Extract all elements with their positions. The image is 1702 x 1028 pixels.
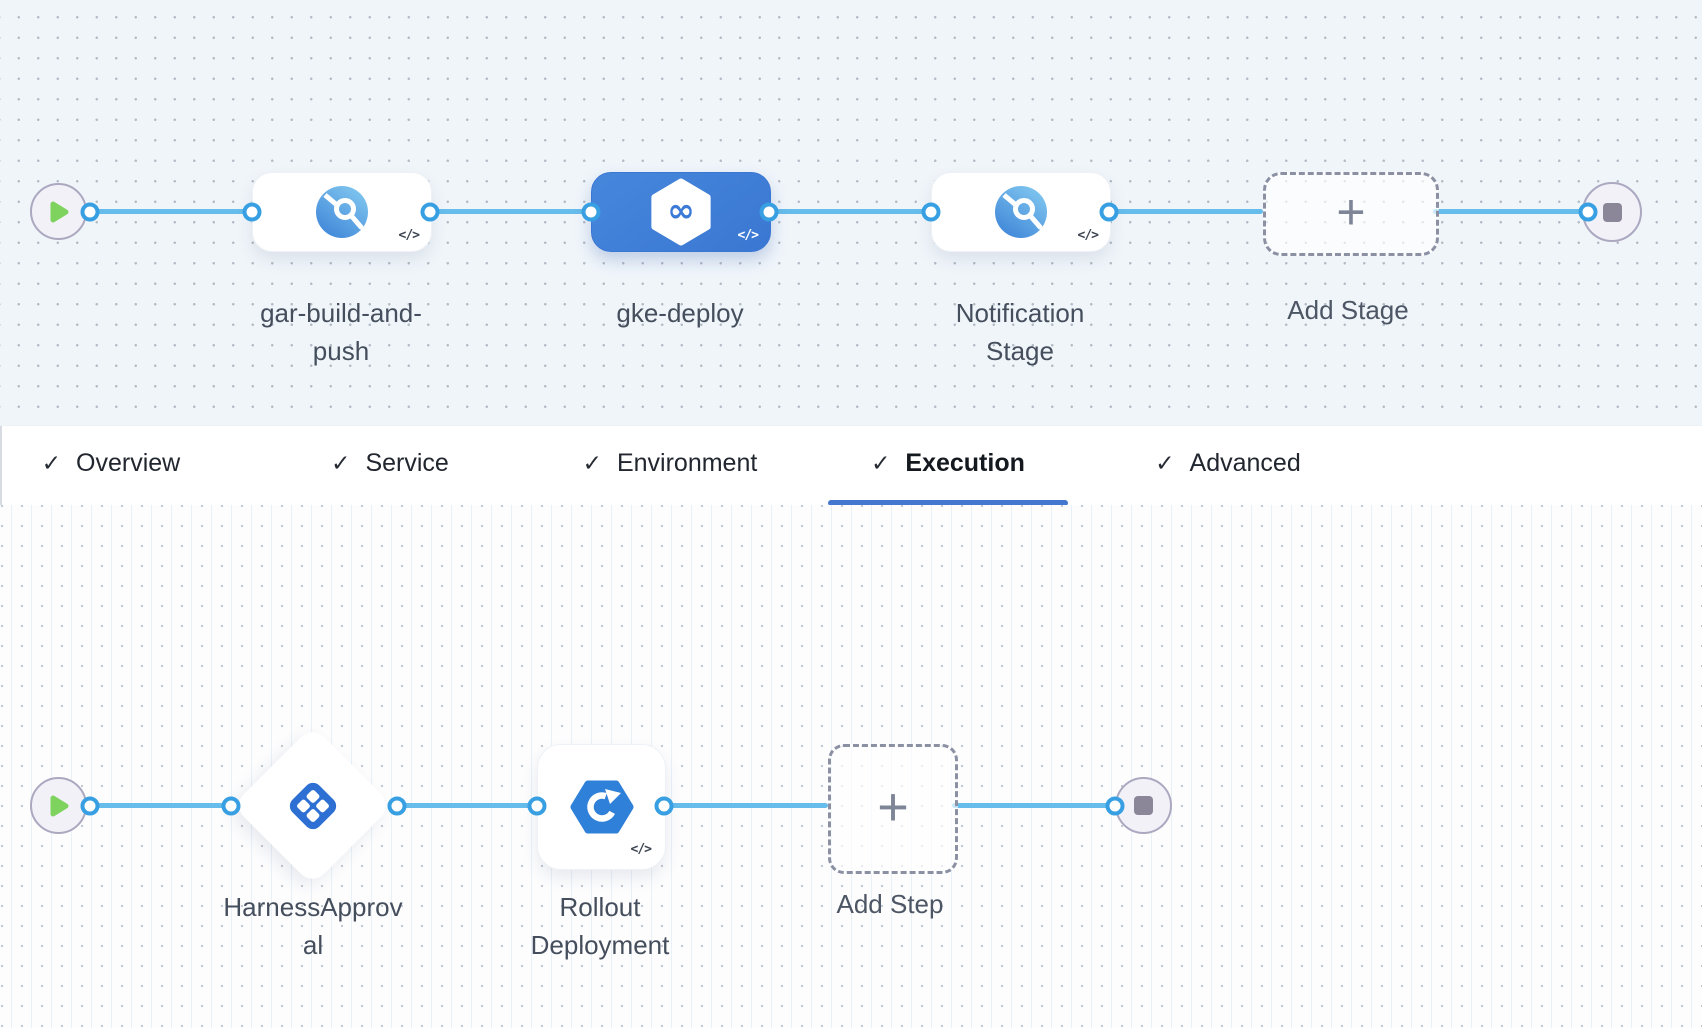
connector-dot	[654, 796, 674, 816]
add-step-button[interactable]: +	[828, 744, 958, 874]
add-stage-button[interactable]: +	[1263, 172, 1439, 256]
connector-dot	[921, 202, 941, 222]
check-icon: ✓	[871, 450, 891, 476]
ci-stage-icon	[316, 186, 368, 238]
connector-line	[769, 209, 931, 214]
check-icon: ✓	[331, 450, 351, 476]
connector-line	[664, 803, 828, 808]
execution-start-node	[30, 777, 87, 834]
connector-dot	[1099, 202, 1119, 222]
connector-dot	[1105, 796, 1125, 816]
connector-dot	[759, 202, 779, 222]
custom-stage-icon	[995, 186, 1047, 238]
connector-dot	[1578, 202, 1598, 222]
tab-advanced[interactable]: ✓ Advanced	[1155, 449, 1301, 477]
execution-end-node	[1115, 777, 1172, 834]
connector-dot	[420, 202, 440, 222]
stage-node-gar-build-and-push[interactable]: </>	[252, 172, 432, 252]
connector-dot	[581, 202, 601, 222]
plus-icon: +	[1336, 184, 1366, 240]
stage-node-gke-deploy[interactable]: ∞ </>	[591, 172, 771, 252]
step-label: HarnessApproval	[223, 892, 403, 960]
yaml-code-icon: </>	[398, 228, 421, 243]
tab-execution[interactable]: ✓ Execution	[871, 449, 1025, 477]
connector-line	[90, 209, 252, 214]
stop-icon	[1602, 202, 1622, 222]
tab-environment[interactable]: ✓ Environment	[582, 449, 758, 477]
check-icon: ✓	[1155, 450, 1175, 476]
play-icon	[50, 201, 68, 222]
connector-line	[1433, 209, 1588, 214]
connector-line	[430, 209, 591, 214]
k8s-rollout-step-icon	[570, 780, 633, 834]
connector-line	[952, 803, 1115, 808]
stage-label: gar-build-and-push	[260, 298, 422, 366]
connector-dot	[527, 796, 547, 816]
yaml-code-icon: </>	[630, 842, 653, 857]
stage-label: gke-deploy	[616, 298, 744, 328]
check-icon: ✓	[582, 450, 602, 476]
connector-dot	[80, 796, 100, 816]
stage-config-tabbar: ✓ Overview ✓ Service ✓ Environment ✓ Exe…	[0, 425, 1702, 506]
stage-canvas: </> ∞ </> </> + gar-build-and-push gke-d…	[0, 0, 1702, 425]
step-node-rollout-deployment[interactable]: </>	[537, 744, 666, 870]
connector-dot	[80, 202, 100, 222]
connector-dot	[242, 202, 262, 222]
step-label: Rollout Deployment	[530, 892, 670, 960]
add-stage-label: Add Stage	[1287, 295, 1409, 325]
plus-icon: +	[877, 777, 909, 837]
cd-stage-icon: ∞	[651, 178, 711, 246]
yaml-code-icon: </>	[737, 228, 760, 243]
connector-line	[90, 803, 233, 808]
connector-dot	[387, 796, 407, 816]
pipeline-start-node	[30, 183, 87, 240]
harness-approval-step-icon	[289, 782, 337, 830]
stage-label: Notification Stage	[955, 298, 1085, 366]
stop-icon	[1134, 796, 1153, 815]
connector-dot	[221, 796, 241, 816]
connector-line	[397, 803, 537, 808]
stage-node-notification-stage[interactable]: </>	[931, 172, 1111, 252]
yaml-code-icon: </>	[1077, 228, 1100, 243]
execution-canvas: </> + HarnessApproval Rollout Deployment…	[0, 505, 1702, 1028]
add-step-label: Add Step	[836, 889, 944, 919]
svg-text:∞: ∞	[667, 191, 695, 230]
active-tab-underline	[828, 500, 1068, 506]
play-icon	[50, 795, 68, 816]
connector-line	[1109, 209, 1263, 214]
tab-overview[interactable]: ✓ Overview	[41, 449, 181, 477]
check-icon: ✓	[41, 450, 62, 476]
tab-service[interactable]: ✓ Service	[331, 449, 449, 477]
